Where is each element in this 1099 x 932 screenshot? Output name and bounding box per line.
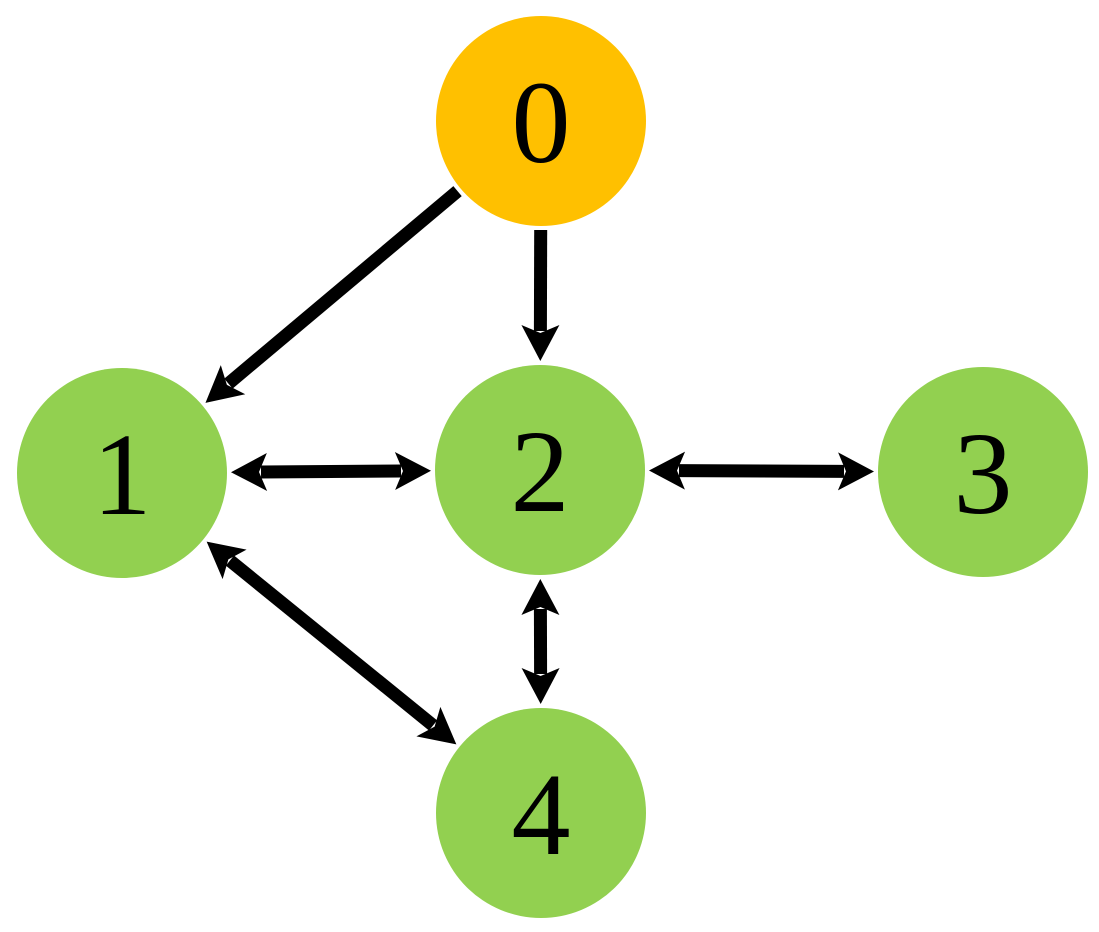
edge-line-1-4	[225, 555, 438, 731]
arrowhead-1-4-at-1	[206, 541, 247, 580]
edge-1-4	[206, 541, 457, 745]
node-4-circle	[436, 708, 646, 918]
node-2-circle	[435, 365, 645, 575]
node-3-label: 3	[954, 408, 1013, 539]
arrowhead-0-1-at-1	[205, 365, 246, 403]
node-1-label: 1	[93, 409, 152, 540]
arrowhead-0-2-at-2	[521, 324, 560, 362]
node-0-circle	[436, 16, 646, 226]
node-4: 4	[436, 708, 646, 918]
edge-0-1	[205, 186, 462, 403]
edge-0-2	[521, 229, 560, 362]
edge-line-0-1	[224, 186, 462, 389]
node-4-label: 4	[512, 749, 571, 880]
arrowhead-1-2-at-1	[230, 452, 268, 491]
node-3-circle	[878, 367, 1088, 577]
edge-line-1-2	[260, 464, 402, 479]
arrowhead-1-2-at-2	[394, 452, 432, 491]
node-3: 3	[878, 367, 1088, 577]
edges-layer	[205, 186, 875, 745]
arrowhead-2-4-at-2	[521, 578, 560, 616]
arrowhead-2-4-at-4	[521, 667, 560, 705]
node-2-label: 2	[511, 406, 570, 537]
node-1-circle	[17, 368, 227, 578]
arrowhead-2-3-at-2	[648, 451, 686, 490]
node-0-label: 0	[512, 57, 571, 188]
edge-2-3	[648, 451, 875, 491]
arrowhead-2-3-at-3	[837, 452, 875, 491]
node-2: 2	[435, 365, 645, 575]
nodes-layer: 0 1 2 3 4	[17, 16, 1088, 918]
node-1: 1	[17, 368, 227, 578]
edge-2-4	[521, 578, 560, 705]
edge-1-2	[230, 452, 432, 491]
node-0: 0	[436, 16, 646, 226]
edge-line-2-3	[678, 464, 845, 478]
arrowhead-1-4-at-4	[416, 706, 457, 745]
